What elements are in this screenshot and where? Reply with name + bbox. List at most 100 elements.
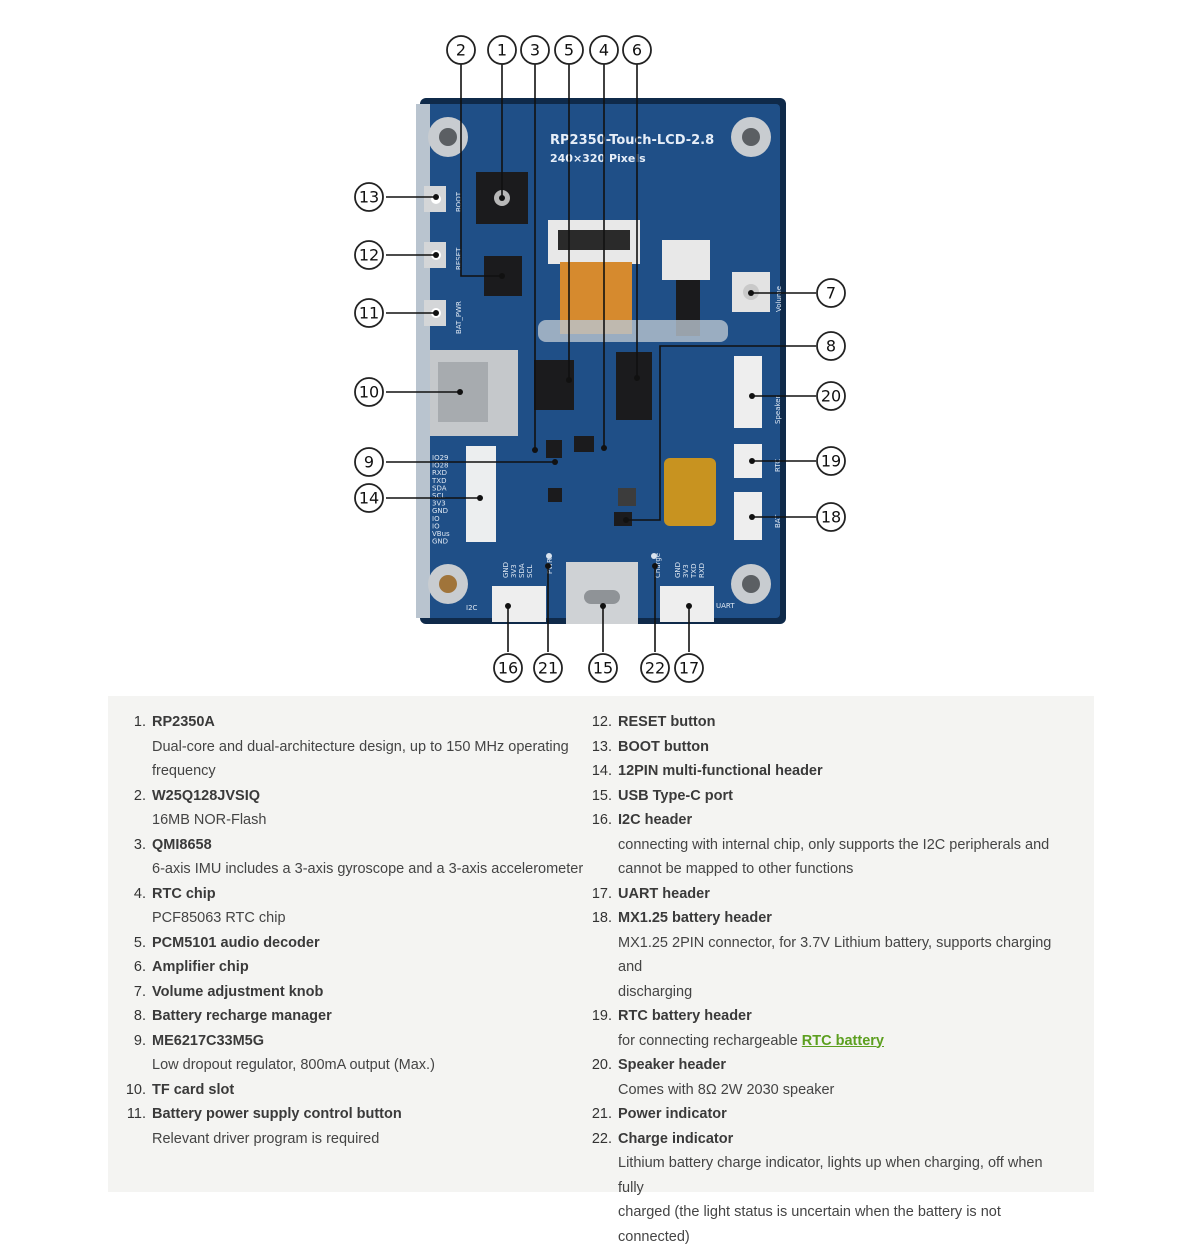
legend-number: 21. [591,1106,612,1122]
legend-number: 7. [133,983,146,1000]
svg-text:9: 9 [364,453,374,472]
legend-number: 22. [591,1130,612,1147]
legend-item: 7.Volume adjustment knob [124,980,584,1005]
svg-text:22: 22 [645,659,665,678]
callout-14: 14 [354,483,384,513]
legend-title: TF card slot [152,1081,235,1098]
legend-title: Battery power supply control button [152,1106,402,1122]
svg-text:12: 12 [359,246,379,265]
svg-text:19: 19 [821,452,841,471]
label-bat: BAT [774,514,782,528]
legend-number: 2. [133,787,146,804]
label-speaker: Speaker [774,395,782,424]
legend-item: 4.RTC chip [124,882,584,907]
pin-label: GND [432,507,448,515]
pin-label: SDA [518,563,526,578]
legend-number: 15. [591,787,612,804]
callout-20: 20 [816,381,846,411]
legend-title: Power indicator [618,1106,727,1122]
rtc-battery-link[interactable]: RTC battery [801,1032,884,1049]
callout-9: 9 [354,447,384,477]
legend-description: charged (the light status is uncertain w… [618,1204,1001,1245]
legend-title: BOOT button [618,738,710,755]
legend-item: 5.PCM5101 audio decoder [124,931,584,956]
legend-description: frequency [152,763,216,779]
legend-item: 16.I2C header [590,808,1070,833]
svg-text:7: 7 [826,284,836,303]
legend-description: Relevant driver program is required [152,1130,380,1147]
legend-item: 8. Battery recharge manager [124,1004,584,1029]
svg-text:5: 5 [564,41,574,60]
legend-title: RP2350A [152,714,215,730]
svg-text:15: 15 [593,659,613,678]
legend-item: 10.TF card slot [124,1078,584,1103]
svg-text:14: 14 [359,489,379,508]
callout-8: 8 [816,331,846,361]
pin-label: SCL [432,492,445,500]
legend-title: UART header [618,885,710,902]
battery-header [734,492,762,540]
legend-description: PCF85063 RTC chip [152,910,286,926]
pin-label: GND [674,562,682,578]
pin-label: SDA [432,484,447,492]
power-led [546,553,552,559]
speaker-header [734,356,762,428]
legend-item: 3.QMI8658 [124,833,584,858]
svg-text:16: 16 [498,659,518,678]
legend-number: 18. [591,910,612,926]
pin-label: 3V3 [510,564,518,578]
legend-number: 5. [133,934,146,951]
legend-title: RTC battery header [618,1008,752,1024]
legend-description: for connecting rechargeable RTC battery [618,1032,884,1049]
i2c-header [492,586,546,622]
legend-title: RESET button [618,714,716,730]
legend-number: 19. [591,1008,612,1024]
legend-item: 22. Charge indicator [590,1127,1070,1152]
legend-description: MX1.25 2PIN connector, for 3.7V Lithium … [618,934,1052,976]
legend-title: Battery recharge manager [152,1008,332,1024]
legend-title: ME6217C33M5G [152,1032,265,1049]
legend-item: 1.RP2350A [124,710,584,735]
legend-item: 12.RESET button [590,710,1070,735]
label-bat-pwr: BAT_PWR [455,301,463,334]
legend-title: W25Q128JVSIQ [152,787,260,804]
svg-text:6: 6 [632,41,642,60]
legend-item: 17.UART header [590,882,1070,907]
legend-title: USB Type-C port [618,787,733,804]
legend-number: 8. [133,1008,146,1024]
svg-text:10: 10 [359,383,379,402]
svg-text:11: 11 [359,304,379,323]
callout-17: 17 [674,653,704,683]
callout-5: 5 [554,35,584,65]
label-reset: RESET [455,247,463,270]
legend-number: 16. [591,812,612,828]
legend-title: Charge indicator [618,1130,734,1147]
legend-description: 16MB NOR-Flash [152,812,267,828]
callout-19: 19 [816,446,846,476]
legend-item: 15. USB Type-C port [590,784,1070,809]
svg-text:18: 18 [821,508,841,527]
board-resolution: 240×320 Pixels [550,152,646,165]
pin-label: 3V3 [682,564,690,578]
legend-description: 6-axis IMU includes a 3-axis gyroscope a… [152,861,584,877]
pin-label: VBus [432,530,450,538]
legend-description: discharging [618,983,693,1000]
legend-description: Low dropout regulator, 800mA output (Max… [152,1057,435,1073]
board-diagram: RP2350-Touch-LCD-2.8 240×320 Pixels [354,35,846,683]
pin-label: IO [432,522,440,530]
callout-4: 4 [589,35,619,65]
legend-title: 12PIN multi-functional header [618,763,823,779]
legend-title: Speaker header [618,1057,727,1073]
svg-text:21: 21 [538,659,558,678]
legend-description: connecting with internal chip, only supp… [618,836,1050,853]
svg-text:4: 4 [599,41,609,60]
legend-description: Comes with 8Ω 2W 2030 speaker [618,1081,835,1098]
legend-description: Lithium battery charge indicator, lights… [618,1155,1043,1196]
legend-number: 20. [591,1057,612,1073]
svg-text:1: 1 [497,41,507,60]
legend-item: 2. W25Q128JVSIQ [124,784,584,809]
pcb-board: RP2350-Touch-LCD-2.8 240×320 Pixels [416,98,786,624]
legend-title: MX1.25 battery header [618,910,772,926]
